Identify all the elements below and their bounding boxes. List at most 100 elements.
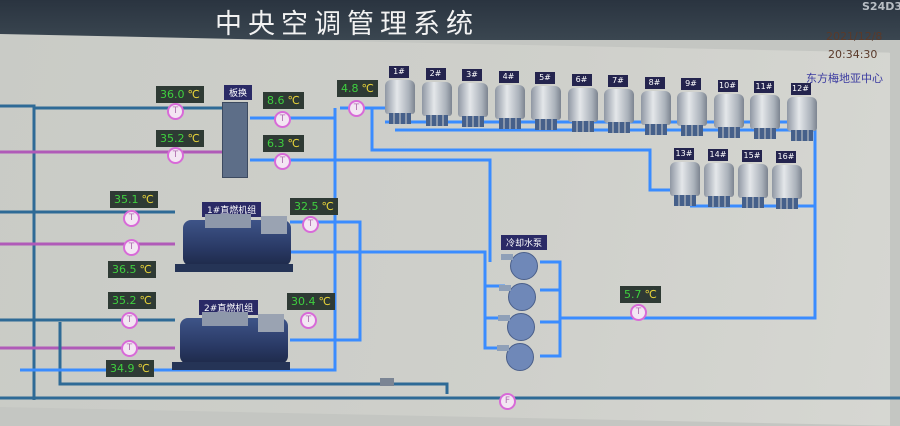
reading-ch1-in2: 36.5℃ — [108, 261, 156, 278]
reading-pump-out: 5.7℃ — [620, 286, 661, 303]
tower-label: 5# — [535, 72, 555, 84]
cooling-tower[interactable]: 12# — [785, 82, 819, 141]
temp-sensor-icon[interactable]: T — [121, 312, 138, 329]
tower-body — [567, 87, 598, 122]
tower-base — [754, 128, 776, 139]
valve-icon[interactable] — [380, 378, 394, 386]
plate-heat-exchanger[interactable] — [222, 102, 248, 178]
tower-label: 4# — [498, 70, 519, 83]
tower-body — [640, 90, 671, 125]
pipe — [0, 104, 36, 400]
cooling-tower[interactable]: 4# — [493, 70, 527, 129]
tower-body — [750, 95, 780, 129]
reading-hx-in-top: 36.0℃ — [156, 86, 204, 103]
cooling-tower[interactable]: 2# — [420, 67, 454, 126]
cooling-pump-1[interactable] — [501, 252, 538, 280]
tower-body — [713, 93, 744, 128]
temp-sensor-icon[interactable]: T — [167, 103, 184, 120]
cooling-tower[interactable]: 11# — [748, 81, 782, 139]
tower-body — [704, 163, 734, 197]
tower-label: 3# — [462, 69, 482, 81]
tower-base — [790, 129, 813, 141]
tower-label: 10# — [717, 79, 738, 92]
temp-sensor-icon[interactable]: T — [123, 210, 140, 227]
tower-base — [608, 122, 630, 133]
tower-base — [708, 196, 730, 207]
temp-sensor-icon[interactable]: T — [300, 312, 317, 329]
tower-body — [677, 92, 707, 126]
cooling-tower[interactable]: 6# — [566, 73, 600, 132]
temp-sensor-icon[interactable]: T — [123, 239, 140, 256]
tower-label: 15# — [742, 150, 762, 162]
tower-body — [738, 164, 768, 198]
tower-body — [772, 165, 802, 199]
site-name: 东方梅地亚中心 — [806, 72, 883, 85]
date-display: 2021/12/8 — [826, 30, 883, 43]
reading-tower-supply: 4.8℃ — [337, 80, 378, 97]
flow-sensor-icon[interactable]: F — [499, 393, 516, 410]
reading-ch2-in: 35.2℃ — [108, 292, 156, 309]
tower-base — [674, 195, 696, 206]
tower-label: 6# — [571, 73, 592, 86]
reading-hx-out-bottom: 6.3℃ — [263, 135, 304, 152]
pipe — [290, 220, 362, 342]
time-display: 20:34:30 — [828, 48, 878, 61]
tower-body — [421, 81, 452, 116]
monitor-model: S24D3 — [862, 0, 900, 13]
cooling-tower[interactable]: 9# — [675, 78, 709, 136]
cooling-pump-2[interactable] — [499, 283, 536, 311]
reading-ch1-out: 32.5℃ — [290, 198, 338, 215]
temp-sensor-icon[interactable]: T — [121, 340, 138, 357]
reading-ch1-in: 35.1℃ — [110, 191, 158, 208]
tower-base — [776, 198, 798, 209]
temp-sensor-icon[interactable]: T — [348, 100, 365, 117]
tower-base — [644, 123, 667, 135]
temp-sensor-icon[interactable]: T — [167, 147, 184, 164]
reading-hx-in-bottom: 35.2℃ — [156, 130, 204, 147]
reading-ch2-in2: 34.9℃ — [106, 360, 154, 377]
cooling-tower[interactable]: 1# — [383, 66, 417, 124]
cooling-tower[interactable]: 5# — [529, 72, 563, 130]
temp-sensor-icon[interactable]: T — [274, 111, 291, 128]
tower-base — [389, 113, 411, 124]
temp-sensor-icon[interactable]: T — [274, 153, 291, 170]
pipe — [290, 250, 505, 350]
page-title: 中央空调管理系统 — [215, 9, 479, 40]
cooling-tower[interactable]: 3# — [456, 69, 490, 127]
pipe — [540, 260, 562, 358]
cooling-tower[interactable]: 10# — [712, 79, 746, 138]
tower-base — [535, 119, 557, 130]
cooling-tower[interactable]: 13# — [668, 148, 702, 206]
pump-group-label: 冷却水泵 — [501, 235, 548, 250]
cooling-pump-3[interactable] — [498, 313, 535, 341]
tower-body — [786, 96, 817, 131]
cooling-tower[interactable]: 14# — [702, 149, 736, 207]
pipe — [385, 382, 449, 394]
pipe — [58, 322, 385, 386]
pipe — [395, 128, 817, 320]
tower-base — [425, 114, 448, 126]
plate-hx-label: 板换 — [224, 85, 253, 100]
cooling-pump-4[interactable] — [497, 343, 534, 371]
chiller-2-label: 2#直燃机组 — [199, 300, 259, 315]
tower-body — [604, 89, 634, 123]
tower-base — [717, 126, 740, 138]
tower-label: 1# — [389, 66, 409, 78]
tower-label: 7# — [608, 75, 628, 87]
tower-label: 14# — [708, 149, 728, 161]
chiller-2[interactable] — [172, 310, 290, 372]
cooling-tower[interactable]: 15# — [736, 150, 770, 208]
cooling-tower[interactable]: 8# — [639, 76, 673, 135]
tower-base — [462, 116, 484, 127]
tower-label: 11# — [754, 81, 774, 93]
cooling-tower[interactable]: 16# — [770, 151, 804, 209]
chiller-1-label: 1#直燃机组 — [202, 202, 262, 217]
temp-sensor-icon[interactable]: T — [302, 216, 319, 233]
temp-sensor-icon[interactable]: T — [630, 304, 647, 321]
tower-body — [531, 86, 561, 120]
chiller-1[interactable] — [175, 212, 293, 274]
tower-label: 12# — [790, 82, 811, 95]
tower-label: 8# — [644, 76, 665, 89]
reading-ch2-out: 30.4℃ — [287, 293, 335, 310]
cooling-tower[interactable]: 7# — [602, 75, 636, 133]
